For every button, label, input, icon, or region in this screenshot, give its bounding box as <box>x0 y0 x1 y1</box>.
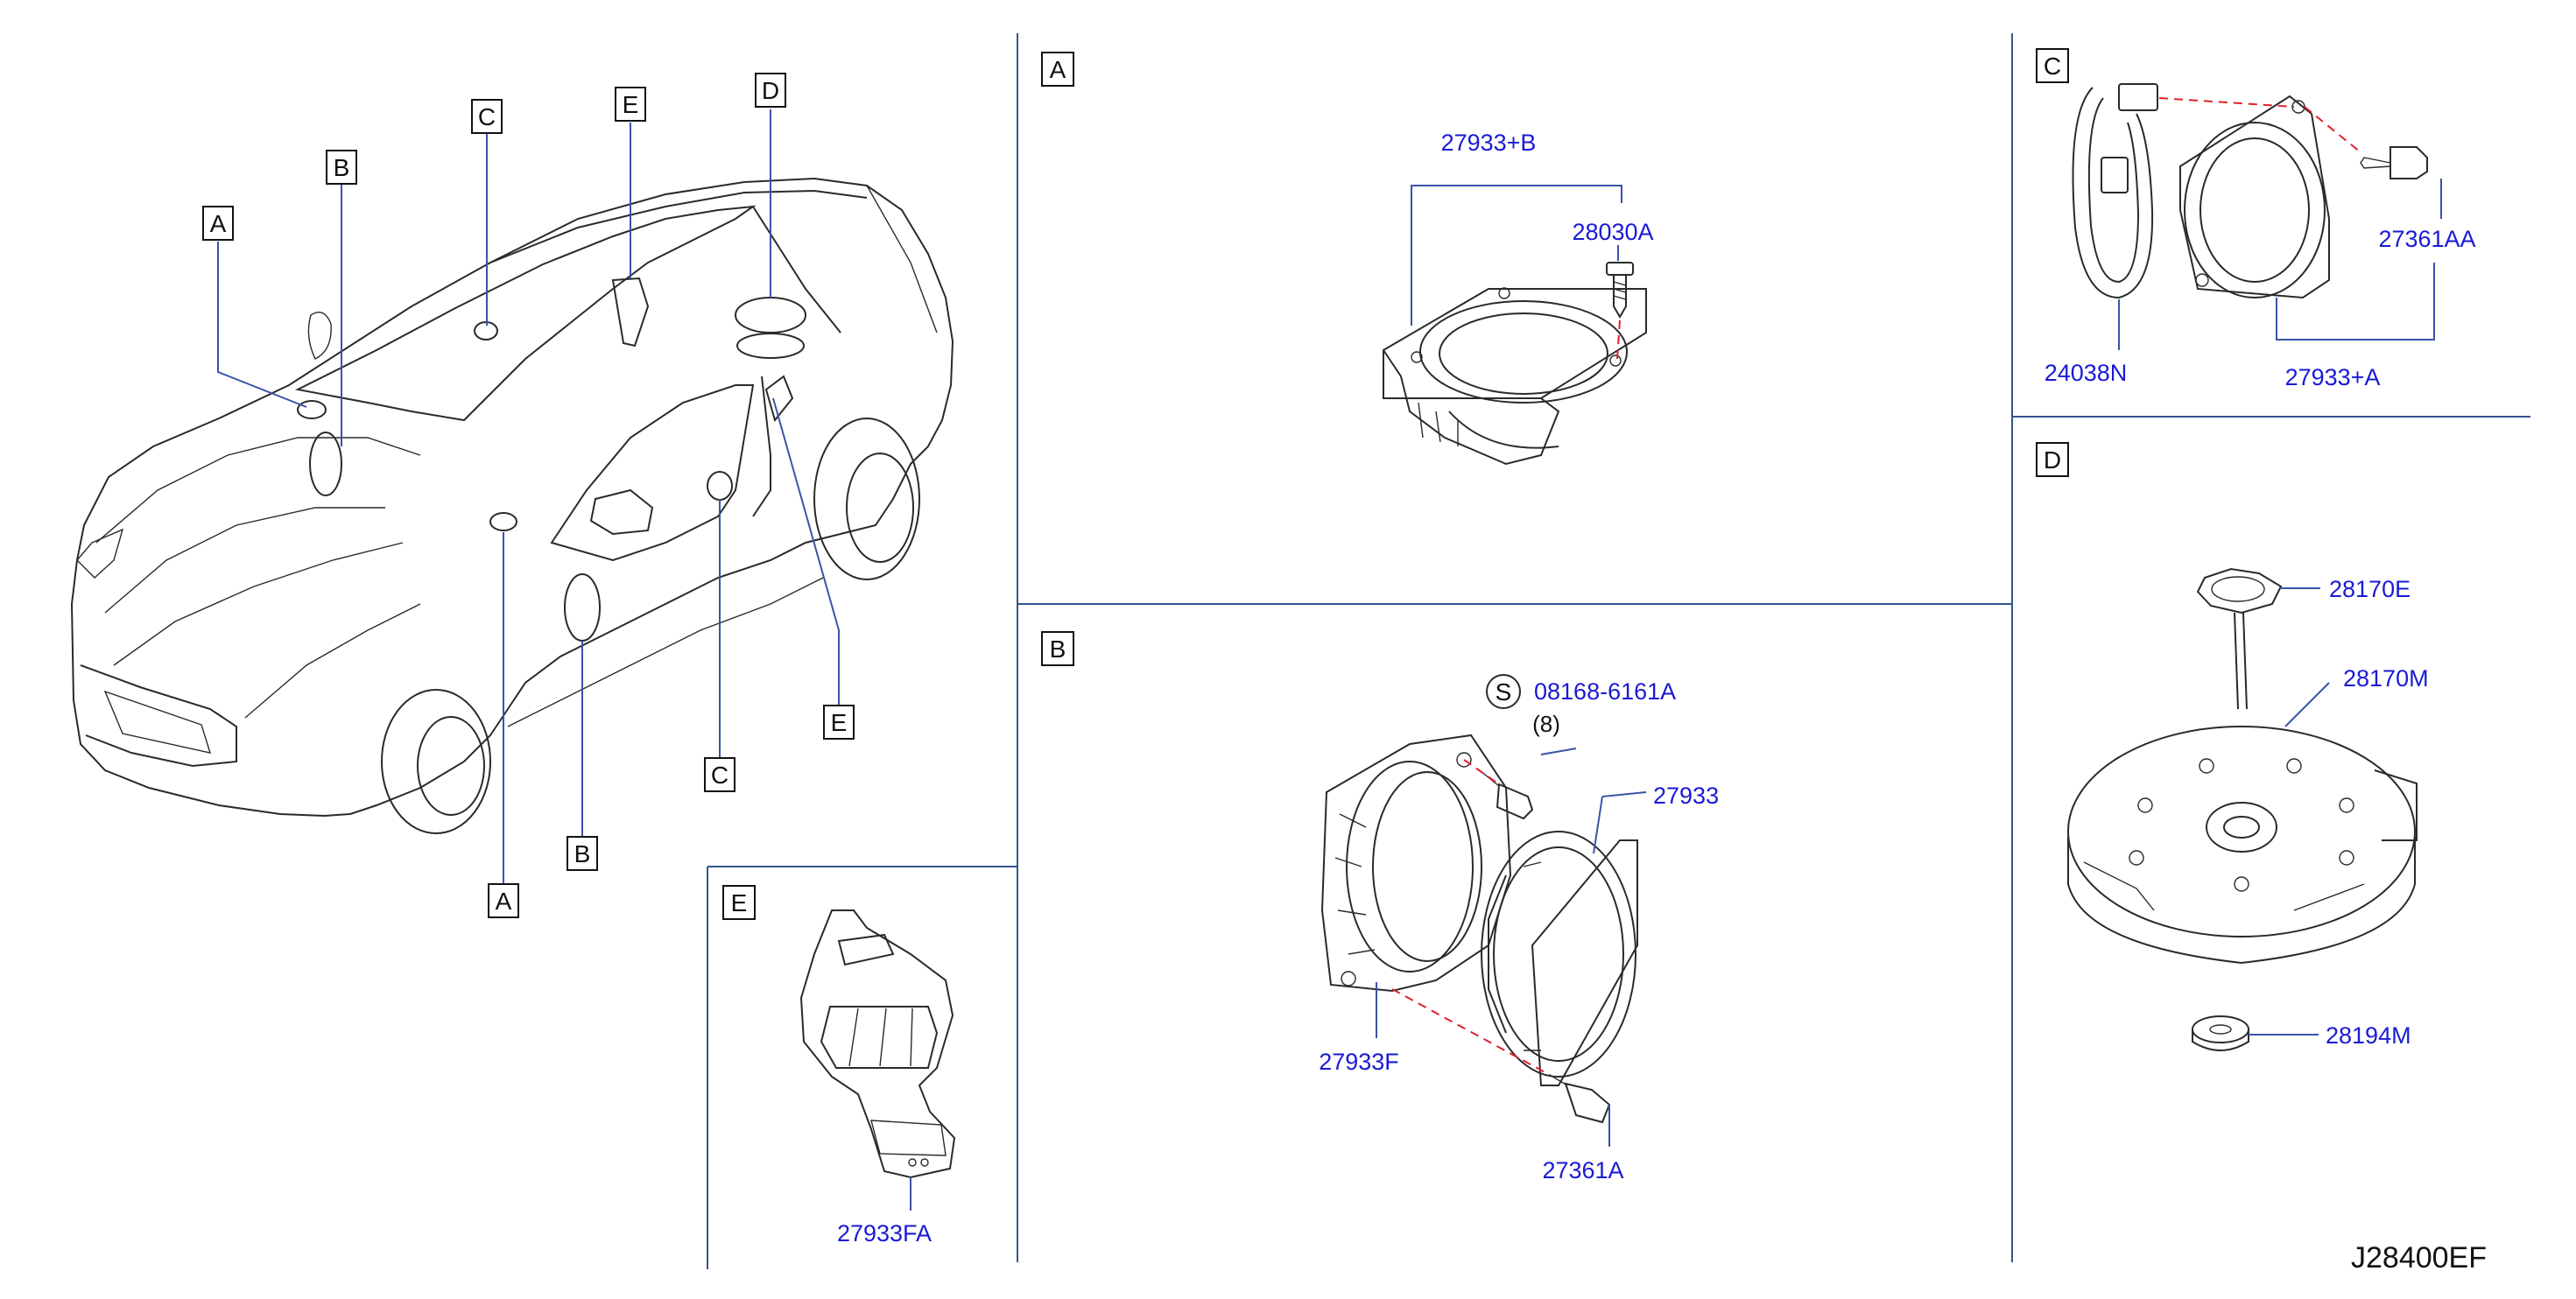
svg-text:D: D <box>2044 446 2061 474</box>
svg-text:C: C <box>711 762 728 789</box>
door-speaker-front-marker <box>309 432 342 496</box>
part-label-27933: 27933 <box>1653 783 1719 809</box>
panel-dividers <box>707 33 2530 1269</box>
part-label-27933fa: 27933FA <box>837 1220 932 1246</box>
callout-box-d-top: D <box>755 73 786 108</box>
svg-text:A: A <box>1050 56 1066 83</box>
part-label-28030a: 28030A <box>1572 219 1653 245</box>
svg-text:E: E <box>623 91 639 118</box>
svg-text:D: D <box>762 77 779 104</box>
part-label-27933a: 27933+A <box>2285 364 2381 390</box>
overview-callout-leaders <box>217 109 840 884</box>
speaker-27933-illustration <box>1481 831 1638 1086</box>
car-overview-illustration <box>70 177 954 834</box>
part-label-27933f: 27933F <box>1319 1049 1399 1075</box>
speaker-27933a-illustration <box>2179 95 2330 299</box>
svg-text:E: E <box>831 709 848 736</box>
section-c: C 24038N 27361AA 27933+A <box>2036 48 2476 390</box>
part-label-28170m: 28170M <box>2343 665 2429 692</box>
overview-callouts: A B C E D E C B <box>202 73 855 918</box>
callout-box-b-top: B <box>326 150 357 185</box>
part-label-08168-6161a: 08168-6161A <box>1534 678 1676 705</box>
callout-box-c-top: C <box>471 99 503 134</box>
spacer-28194m-illustration <box>2192 1015 2249 1051</box>
diagram-id: J28400EF <box>2351 1241 2487 1274</box>
part-label-27933b: 27933+B <box>1441 130 1537 156</box>
callout-box-a-top: A <box>202 206 234 241</box>
section-a: A 27933+B 28030A <box>1041 52 1654 466</box>
svg-text:B: B <box>1050 635 1066 663</box>
section-b: B S <box>1041 631 1719 1183</box>
section-e: E 27933FA <box>722 885 956 1246</box>
speaker-27933b-illustration <box>1383 287 1647 466</box>
svg-text:C: C <box>2044 53 2061 80</box>
bracket-27933fa-illustration <box>799 909 956 1179</box>
section-d: D 2817 <box>2036 442 2429 1051</box>
svg-text:E: E <box>731 889 748 916</box>
section-a-header: A <box>1041 52 1074 87</box>
screw-27361a-illustration <box>1549 1074 1611 1124</box>
svg-text:B: B <box>334 154 350 181</box>
callout-box-e-top: E <box>615 87 646 122</box>
svg-text:C: C <box>478 103 496 130</box>
subwoofer-28170m-illustration <box>2067 726 2418 965</box>
svg-text:S: S <box>1496 678 1512 706</box>
callout-box-b-bottom: B <box>567 836 598 871</box>
section-d-header: D <box>2036 442 2069 477</box>
knob-28170e-illustration <box>2196 567 2283 710</box>
screw-28030a-illustration <box>1606 262 1634 319</box>
section-b-header: B <box>1041 631 1074 666</box>
part-label-27361a: 27361A <box>1542 1157 1623 1183</box>
callout-box-a-bottom: A <box>488 883 519 918</box>
part-label-27361aa: 27361AA <box>2378 226 2475 252</box>
callout-box-c-bottom: C <box>704 757 735 792</box>
harness-24038n-illustration <box>2072 83 2158 299</box>
s-bolt-symbol <box>1486 674 1521 709</box>
section-e-header: E <box>722 885 756 920</box>
section-c-header: C <box>2036 48 2069 83</box>
svg-text:B: B <box>574 840 591 867</box>
tweeter-front-left-marker <box>297 400 327 419</box>
part-label-28194m: 28194M <box>2326 1022 2411 1049</box>
part-label-24038n: 24038N <box>2045 360 2128 386</box>
callout-box-e-bottom: E <box>823 705 855 740</box>
screw-27361aa-illustration <box>2360 146 2428 179</box>
part-label-28170e: 28170E <box>2329 576 2411 602</box>
svg-text:A: A <box>210 210 227 237</box>
svg-text:A: A <box>496 888 512 915</box>
part-qty-08168-6161a: (8) <box>1532 711 1560 737</box>
